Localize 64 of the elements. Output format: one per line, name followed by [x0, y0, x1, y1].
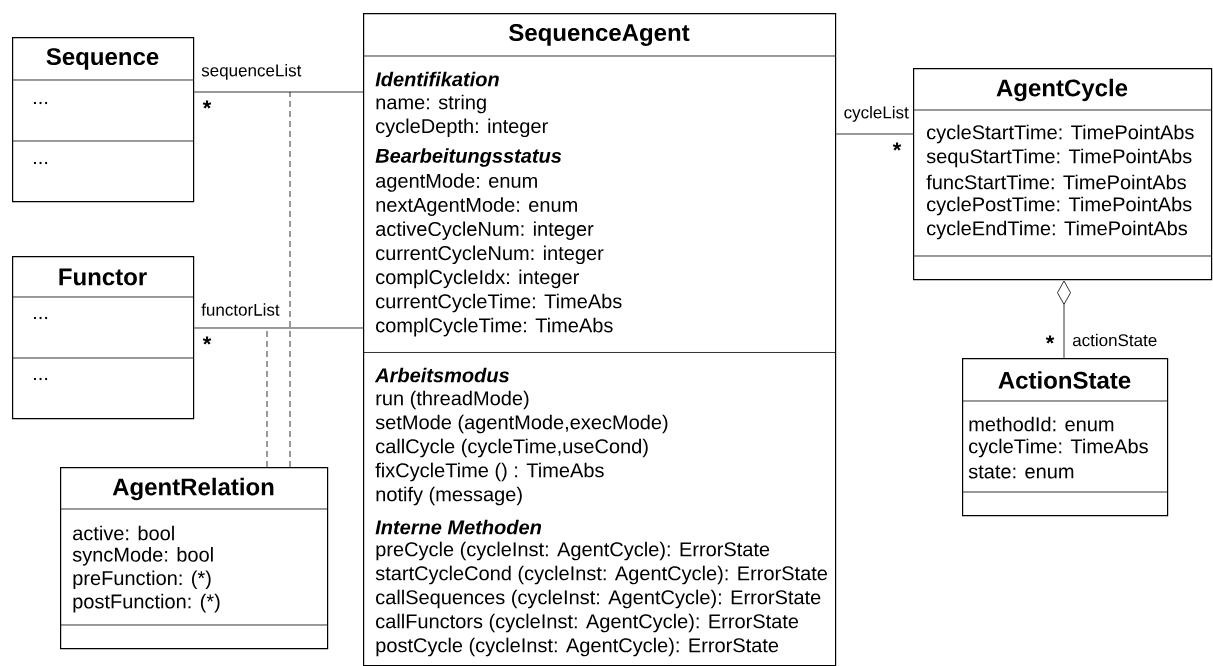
member-text: startCycleCond (cycleInst: AgentCycle): ErrorState: [375, 565, 827, 585]
class-name: SequenceAgent: [509, 24, 690, 46]
section-heading: Interne Methoden: [375, 519, 541, 535]
dashed-line: [289, 91, 291, 468]
member-text: ...: [34, 101, 48, 105]
association-line: [835, 133, 914, 135]
member-text: complCycleTime: TimeAbs: [376, 317, 613, 337]
member-text: postCycle (cycleInst: AgentCycle): ErrorState: [376, 637, 779, 657]
member-text: currentCycleTime: TimeAbs: [376, 293, 622, 313]
member-text: funcStartTime: TimePointAbs: [926, 174, 1186, 190]
member-text: cycleDepth: integer: [376, 118, 548, 138]
member-text: preFunction: (*): [73, 570, 211, 590]
member-text: setMode (agentMode,execMode): [375, 414, 668, 434]
section-heading: Bearbeitungsstatus: [375, 148, 562, 167]
member-text: ...: [34, 316, 48, 320]
member-text: ...: [34, 377, 48, 381]
edge-label: actionState: [1072, 333, 1157, 347]
member-text: cycleStartTime: TimePointAbs: [927, 124, 1194, 144]
class-box: [11, 256, 195, 420]
member-text: sequStartTime: TimePointAbs: [926, 148, 1192, 168]
class-name: Functor: [59, 268, 147, 286]
member-text: name: string: [376, 94, 486, 114]
member-text: active: bool: [73, 525, 174, 541]
member-text: callSequences (cycleInst: AgentCycle): ErrorState: [376, 589, 821, 609]
multiplicity: *: [202, 100, 212, 109]
section-heading: Identifikation: [375, 71, 499, 87]
member-text: methodId: enum: [969, 416, 1114, 432]
member-text: ...: [34, 161, 48, 165]
member-text: fixCycleTime () : TimeAbs: [375, 462, 604, 482]
multiplicity: *: [202, 336, 212, 345]
member-text: syncMode: bool: [72, 547, 213, 566]
member-text: cyclePostTime: TimePointAbs: [927, 196, 1192, 216]
member-text: notify (message): [376, 486, 522, 506]
class-name: ActionState: [998, 371, 1131, 389]
member-text: currentCycleNum: integer: [376, 245, 604, 265]
multiplicity: *: [1045, 335, 1055, 344]
class-name: AgentCycle: [996, 78, 1128, 102]
association-line: [193, 91, 364, 93]
member-text: cycleTime: TimeAbs: [969, 438, 1148, 458]
member-text: preCycle (cycleInst: AgentCycle): ErrorState: [376, 541, 770, 561]
member-text: activeCycleNum: integer: [376, 221, 594, 240]
section-heading: Arbeitsmodus: [374, 367, 509, 383]
member-text: postFunction: (*): [73, 593, 220, 613]
class-box: [912, 68, 1213, 281]
member-text: agentMode: enum: [376, 173, 537, 192]
class-box: [961, 358, 1169, 517]
member-text: complCycleIdx: integer: [376, 269, 579, 289]
edge-label: cycleList: [844, 105, 909, 122]
member-text: cycleEndTime: TimePointAbs: [927, 220, 1188, 240]
member-text: run (threadMode): [376, 390, 529, 410]
edge-label: sequenceList: [201, 63, 302, 80]
member-text: callFunctors (cycleInst: AgentCycle): ErrorState: [376, 613, 799, 633]
member-text: state: enum: [968, 465, 1074, 479]
class-box: [11, 37, 195, 203]
association-line: [1057, 280, 1071, 359]
class-name: Sequence: [46, 48, 159, 70]
edge-label: functorList: [201, 303, 280, 316]
multiplicity: *: [892, 142, 902, 151]
member-text: nextAgentMode: enum: [376, 197, 577, 216]
class-name: AgentRelation: [112, 477, 274, 501]
member-text: callCycle (cycleTime,useCond): [376, 438, 648, 458]
class-box: [59, 467, 329, 650]
association-line: [193, 327, 364, 329]
class-box: [362, 13, 837, 666]
